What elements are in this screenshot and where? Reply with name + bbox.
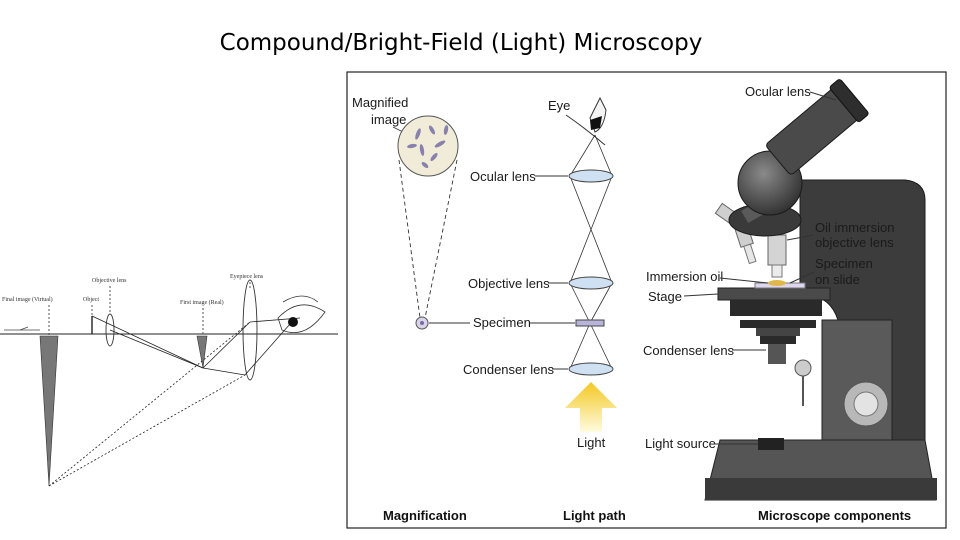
magnification-panel: Magnified image Magnification [352, 95, 467, 523]
eye-label: Eye [548, 98, 570, 113]
stage-label: Stage [648, 289, 682, 304]
condenser-lens-label: Condenser lens [643, 343, 735, 358]
specimen-label: Specimen [473, 315, 531, 330]
ocular-lens-shape [568, 169, 614, 183]
objective-lens-label: Objective lens [468, 276, 550, 291]
eye-icon [565, 114, 606, 146]
specimen-on-slide-label-1: Specimen [815, 256, 873, 271]
light-label: Light [577, 435, 606, 450]
final-image-label: Final image (Virtual) [2, 296, 53, 303]
eyepiece-lens-shape [242, 279, 258, 381]
specimen-slide [575, 319, 605, 327]
first-image-arrow [196, 335, 208, 369]
objective-lens-shape [568, 276, 614, 290]
immersion-oil-drop [768, 280, 786, 286]
specimen-on-slide-label-2: on slide [815, 272, 860, 287]
immersion-oil-label: Immersion oil [646, 269, 723, 284]
objective-lens-label: Objective lens [92, 278, 127, 284]
microscope-components-panel: Ocular lens Oil immersion objective lens… [643, 79, 937, 523]
light-source-label: Light source [645, 436, 716, 451]
eye-icon [277, 304, 326, 334]
magnified-image-label-2: image [371, 112, 406, 127]
condenser-lens-shape [568, 362, 614, 376]
light-source-block [758, 438, 784, 450]
first-image-label: First image (Real) [180, 299, 224, 306]
stage-plate [717, 287, 831, 301]
ocular-lens-label: Ocular lens [470, 169, 536, 184]
ray-diagram: Final image (Virtual) Object Objective l… [0, 274, 338, 487]
microscope-components-caption: Microscope components [758, 508, 911, 523]
magnified-image-label-1: Magnified [352, 95, 408, 110]
oil-immersion-objective [767, 234, 787, 266]
condenser-lens-label: Condenser lens [463, 362, 555, 377]
light-path-panel: Eye Light Ocular lens Objective lens Spe… [429, 96, 626, 523]
object-label: Object [83, 297, 99, 303]
light-arrow [565, 382, 617, 432]
magnification-caption: Magnification [383, 508, 467, 523]
oil-immersion-label-1: Oil immersion [815, 220, 894, 235]
oil-immersion-label-2: objective lens [815, 235, 894, 250]
ocular-lens-label: Ocular lens [745, 84, 811, 99]
objective-lens-shape [105, 313, 115, 347]
eyepiece-lens-label: Eyepiece lens [230, 274, 264, 280]
slide-title: Compound/Bright-Field (Light) Microscopy [219, 30, 703, 56]
light-path-caption: Light path [563, 508, 626, 523]
magnified-image-circle [397, 115, 459, 177]
final-image-arrow [39, 335, 59, 487]
